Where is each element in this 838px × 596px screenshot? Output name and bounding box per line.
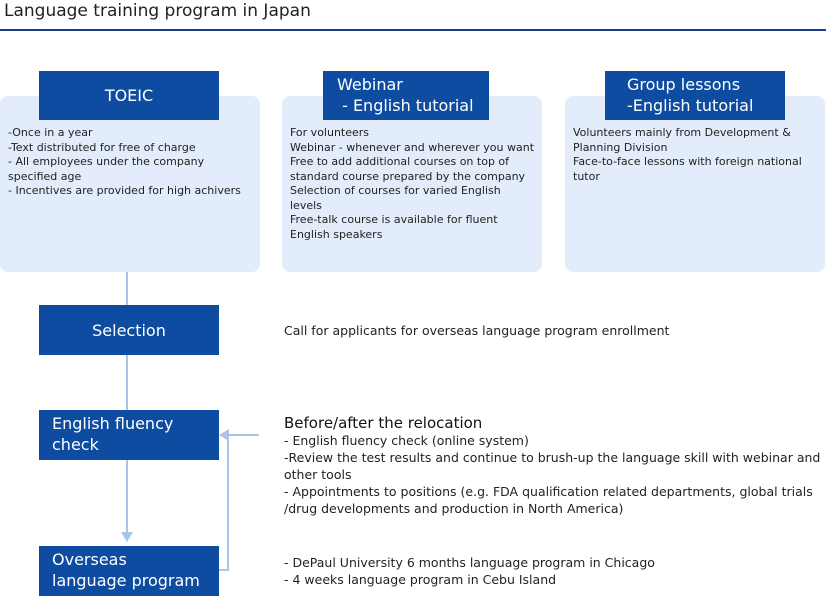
webinar-details: For volunteers Webinar - whenever and wh…: [290, 126, 534, 242]
group-lessons-box-label-line1: Group lessons: [627, 75, 741, 94]
group-lessons-detail-item: Face-to-face lessons with foreign nation…: [573, 155, 802, 183]
connector-line: [126, 460, 128, 532]
fluency-check-item: - English fluency check (online system): [284, 433, 529, 448]
selection-description: Call for applicants for overseas languag…: [284, 323, 670, 338]
fluency-check-item: - Appointments to positions (e.g. FDA qu…: [284, 484, 813, 516]
loop-line: [229, 434, 258, 436]
toeic-details: -Once in a year -Text distributed for fr…: [8, 126, 256, 199]
fluency-check-box-label-line1: English fluency: [52, 414, 174, 433]
overseas-program-details: - DePaul University 6 months language pr…: [284, 554, 824, 588]
webinar-box-label-line2: - English tutorial: [337, 96, 474, 115]
fluency-check-item: -Review the test results and continue to…: [284, 450, 821, 482]
arrow-down-icon: [121, 532, 133, 542]
fluency-check-box-label-line2: check: [52, 435, 99, 454]
arrow-left-icon: [219, 429, 229, 441]
toeic-box: TOEIC: [39, 71, 219, 120]
toeic-detail-item: - All employees under the company specif…: [8, 155, 205, 183]
group-lessons-box-label-line2: -English tutorial: [627, 96, 754, 115]
overseas-program-box-label-line2: language program: [52, 571, 200, 590]
selection-box-label: Selection: [92, 320, 166, 340]
toeic-box-label: TOEIC: [104, 86, 154, 105]
toeic-detail-item: - Incentives are provided for high achiv…: [8, 184, 241, 197]
webinar-detail-item: Selection of courses for varied English …: [290, 184, 501, 212]
loop-line: [227, 434, 229, 571]
webinar-detail-item: Free-talk course is available for fluent…: [290, 213, 498, 241]
fluency-check-heading: Before/after the relocation: [284, 414, 483, 432]
selection-box: Selection: [39, 305, 219, 355]
overseas-program-box-label-line1: Overseas: [52, 550, 127, 569]
title-divider: [0, 29, 826, 31]
overseas-program-item: - 4 weeks language program in Cebu Islan…: [284, 572, 557, 587]
toeic-panel: -Once in a year -Text distributed for fr…: [0, 96, 260, 272]
page-title: Language training program in Japan: [4, 1, 311, 21]
overseas-program-item: - DePaul University 6 months language pr…: [284, 555, 655, 570]
loop-line: [219, 569, 229, 571]
webinar-detail-item: Webinar - whenever and wherever you want: [290, 140, 535, 154]
group-lessons-detail-item: Volunteers mainly from Development & Pla…: [573, 126, 791, 154]
webinar-box: Webinar - English tutorial: [323, 71, 489, 120]
connector-line: [126, 355, 128, 410]
group-lessons-panel: Volunteers mainly from Development & Pla…: [565, 96, 825, 272]
group-lessons-details: Volunteers mainly from Development & Pla…: [573, 126, 813, 184]
webinar-detail-item: Free to add additional courses on top of…: [290, 155, 526, 183]
fluency-check-details: Before/after the relocation - English fl…: [284, 414, 824, 517]
group-lessons-box: Group lessons -English tutorial: [605, 71, 785, 120]
webinar-box-label-line1: Webinar: [337, 75, 403, 94]
overseas-program-box: Overseas language program: [39, 546, 219, 596]
webinar-detail-item: For volunteers: [290, 126, 370, 139]
toeic-detail-item: -Text distributed for free of charge: [8, 140, 196, 154]
webinar-panel: For volunteers Webinar - whenever and wh…: [282, 96, 542, 272]
fluency-check-box: English fluency check: [39, 410, 219, 460]
connector-line: [126, 272, 128, 305]
toeic-detail-item: -Once in a year: [8, 126, 93, 139]
